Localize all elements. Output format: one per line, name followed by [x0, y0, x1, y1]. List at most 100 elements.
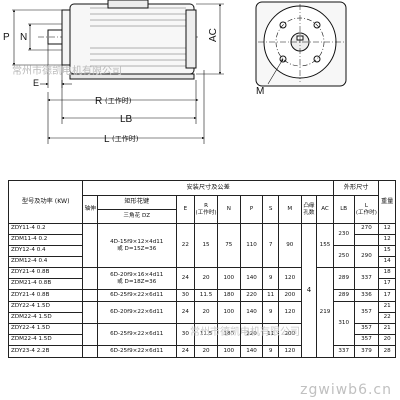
header-r: R(工作时)	[194, 195, 218, 224]
n-cell: 100	[216, 267, 241, 290]
holes-cell: 4	[300, 223, 318, 358]
header-n: N	[216, 195, 241, 224]
m-cell: 90	[277, 223, 302, 268]
table-header-row-1: 型号及功率 (KW) 安装尺寸及公差 外形尺寸 重量	[7, 180, 396, 224]
l-cell: 336	[353, 289, 380, 302]
spline-cell: 6D-20f9×22×6d11	[96, 301, 177, 324]
m-cell: 120	[277, 345, 302, 358]
m-cell: 120	[277, 301, 302, 324]
l-cell	[353, 234, 380, 246]
e-cell: 22	[175, 223, 196, 268]
drawing-watermark: 常州市德凯电机有限公司	[12, 64, 122, 77]
weight-cell: 12	[378, 223, 396, 235]
l-cell: 357	[353, 334, 380, 346]
n-cell: 100	[216, 301, 241, 324]
header-s: S	[262, 195, 279, 224]
spline-cell: 6D-25f9×22×6d11	[96, 345, 177, 358]
l-cell: 290	[353, 245, 380, 268]
table-row: ZDM22-4 1.5D 357 20	[7, 334, 396, 346]
shaft-cell	[82, 289, 98, 302]
shaft-cell	[82, 267, 98, 290]
e-cell: 24	[175, 267, 196, 290]
r-label: R	[95, 96, 102, 107]
table-header-row-2: 轴伸 矩形花键 E R(工作时) N P S M 凸缘孔数 AC LB L(工作…	[9, 195, 396, 224]
header-outline: 外形尺寸	[332, 180, 380, 196]
model-cell: ZDY11-4 0.2	[7, 223, 84, 235]
r-note: (工作时)	[105, 96, 132, 105]
m-cell: 120	[277, 267, 302, 290]
s-cell: 7	[262, 223, 279, 268]
table-row: ZDM21-4 0.8B 17	[7, 278, 396, 290]
l-cell: 357	[353, 301, 380, 324]
header-lb: LB	[332, 195, 355, 224]
e-cell: 24	[175, 345, 196, 358]
p-cell: 140	[239, 301, 264, 324]
weight-cell: 20	[378, 334, 396, 346]
p-cell: 220	[239, 323, 264, 346]
r-dimension	[47, 92, 199, 104]
n-cell: 75	[216, 223, 241, 268]
r-cell: 20	[194, 345, 218, 358]
weight-cell: 22	[378, 312, 396, 324]
table-watermark: 常州市德凯电机有限公司	[190, 327, 300, 338]
model-cell: ZDY23-4 2.2B	[7, 345, 84, 358]
lb-cell: 289	[332, 267, 355, 290]
table-row: ZDY22-4 1.5D 6D-20f9×22×6d11 24 20 100 1…	[7, 301, 396, 346]
lb-cell: 230	[332, 223, 355, 246]
n-cell: 180	[216, 289, 241, 302]
n-cell: 100	[216, 345, 241, 358]
lb-label: LB	[120, 114, 133, 125]
r-cell: 11.5	[194, 289, 218, 302]
r-cell: 15	[194, 223, 218, 268]
lb-cell: 337	[332, 345, 355, 358]
r-cell: 20	[194, 267, 218, 290]
header-involute: 三角花 DZ	[96, 209, 177, 224]
weight-cell: 28	[378, 345, 396, 358]
p-n-dimensions	[12, 9, 62, 66]
ac-label: AC	[208, 28, 219, 42]
header-m: M	[277, 195, 302, 224]
l-note: (工作时)	[112, 134, 139, 143]
weight-cell: 17	[378, 278, 396, 290]
e-cell: 30	[175, 289, 196, 302]
n-label: N	[20, 32, 27, 43]
model-cell: ZDM21-4 0.8B	[7, 278, 84, 290]
l-dimension	[47, 70, 205, 144]
site-watermark: zgwiwb6.cn	[300, 382, 392, 398]
s-cell: 11	[262, 289, 279, 302]
shaft-cell	[82, 345, 98, 358]
ac-cell: 219	[316, 267, 334, 358]
lb-dimension	[61, 80, 197, 124]
header-e: E	[175, 195, 196, 224]
header-spline: 矩形花键	[96, 195, 177, 210]
header-weight: 重量	[378, 180, 396, 224]
l-cell: 379	[353, 345, 380, 358]
m-label: M	[256, 86, 264, 97]
header-ac: AC	[316, 195, 334, 224]
header-p: P	[239, 195, 264, 224]
header-holes: 凸缘孔数	[300, 195, 318, 224]
l-cell: 337	[353, 267, 380, 290]
ac-cell: 155	[316, 223, 334, 268]
model-cell: ZDY21-4 0.8B	[7, 289, 84, 302]
model-cell: ZDM22-4 1.5D	[7, 334, 84, 346]
ac-dimension	[196, 3, 224, 75]
shaft-cell	[82, 223, 98, 268]
s-cell: 9	[262, 301, 279, 324]
motor-front-view	[255, 1, 347, 87]
model-cell: ZDM22-4 1.5D	[7, 312, 84, 324]
spec-table: 型号及功率 (KW) 安装尺寸及公差 外形尺寸 重量 轴伸 矩形花键 E R(工…	[7, 180, 396, 358]
p-label: P	[3, 32, 10, 43]
m-cell: 200	[277, 289, 302, 302]
shaft-cell	[82, 323, 98, 346]
model-cell: ZDY22-4 1.5D	[7, 301, 84, 313]
weight-cell: 14	[378, 256, 396, 268]
weight-cell: 15	[378, 245, 396, 257]
shaft-cell	[82, 301, 98, 324]
table-row: ZDY21-4 0.8B 6D-25f9×22×6d11 30 11.5 180…	[7, 289, 396, 302]
p-cell: 140	[239, 345, 264, 358]
weight-cell: 21	[378, 323, 396, 335]
